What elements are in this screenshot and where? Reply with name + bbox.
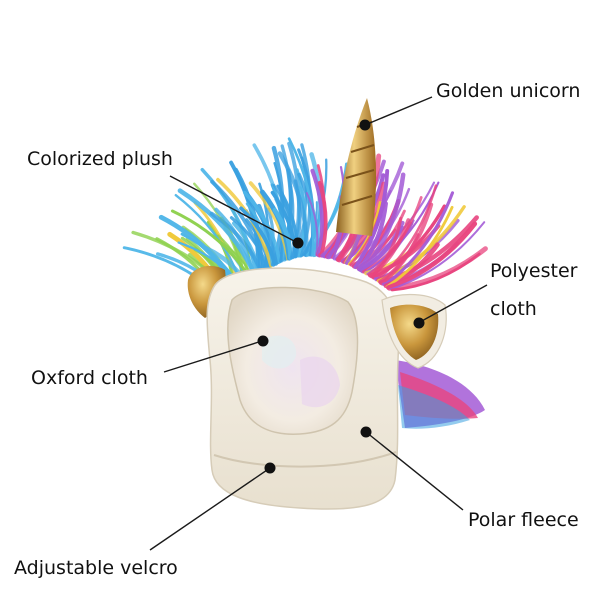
plush-strand	[276, 184, 300, 258]
label-polyester-line1: Polyester	[490, 260, 578, 282]
leader-colorized-plush	[169, 175, 297, 243]
plush-tail	[395, 360, 485, 429]
plush-strand	[380, 202, 434, 286]
dot-polar-fleece	[360, 426, 372, 438]
label-oxford-cloth: Oxford cloth	[31, 367, 148, 389]
plush-strand	[370, 216, 403, 279]
dot-adjustable-velcro	[264, 462, 276, 474]
plush-strand	[209, 211, 264, 274]
plush-strand	[277, 151, 309, 258]
label-polyester-line2: cloth	[490, 298, 537, 320]
plush-strand	[310, 168, 325, 258]
label-golden-unicorn: Golden unicorn	[436, 80, 581, 102]
plush-strand	[356, 201, 388, 272]
hat-body	[206, 267, 400, 510]
plush-strand	[287, 137, 315, 257]
plush-strand	[385, 205, 454, 289]
plush-strand	[386, 221, 478, 290]
plush-strand	[317, 180, 328, 258]
plush-strand	[376, 184, 438, 282]
plush-strand	[270, 190, 298, 259]
label-polar-fleece: Polar fleece	[468, 509, 579, 531]
label-colorized-plush: Colorized plush	[27, 148, 173, 170]
leader-polyester-cloth	[419, 284, 488, 323]
dot-colorized-plush	[292, 237, 304, 249]
plush-strand	[389, 221, 486, 291]
dot-oxford-cloth	[257, 335, 269, 347]
leader-polar-fleece	[365, 431, 464, 511]
plush-strand	[229, 216, 269, 270]
leader-oxford-cloth	[163, 340, 263, 373]
leader-lines	[149, 96, 488, 551]
plush-strand	[390, 252, 481, 292]
leader-adjustable-velcro	[149, 467, 271, 551]
right-ear	[381, 293, 447, 369]
plush-strand	[353, 169, 390, 270]
plush-strand	[177, 188, 258, 278]
plush-strand	[360, 172, 406, 274]
plush-strand	[305, 192, 319, 256]
dot-polyester-cloth	[413, 317, 425, 329]
dot-golden-unicorn	[359, 119, 371, 131]
plush-strand	[272, 207, 293, 261]
label-adjustable-velcro: Adjustable velcro	[14, 557, 178, 579]
plush-strand	[210, 180, 267, 271]
plush-strand	[243, 190, 282, 264]
plush-strand	[383, 191, 455, 287]
golden-horn	[336, 98, 377, 236]
leader-golden-unicorn	[364, 96, 433, 126]
callout-dots	[257, 119, 425, 474]
